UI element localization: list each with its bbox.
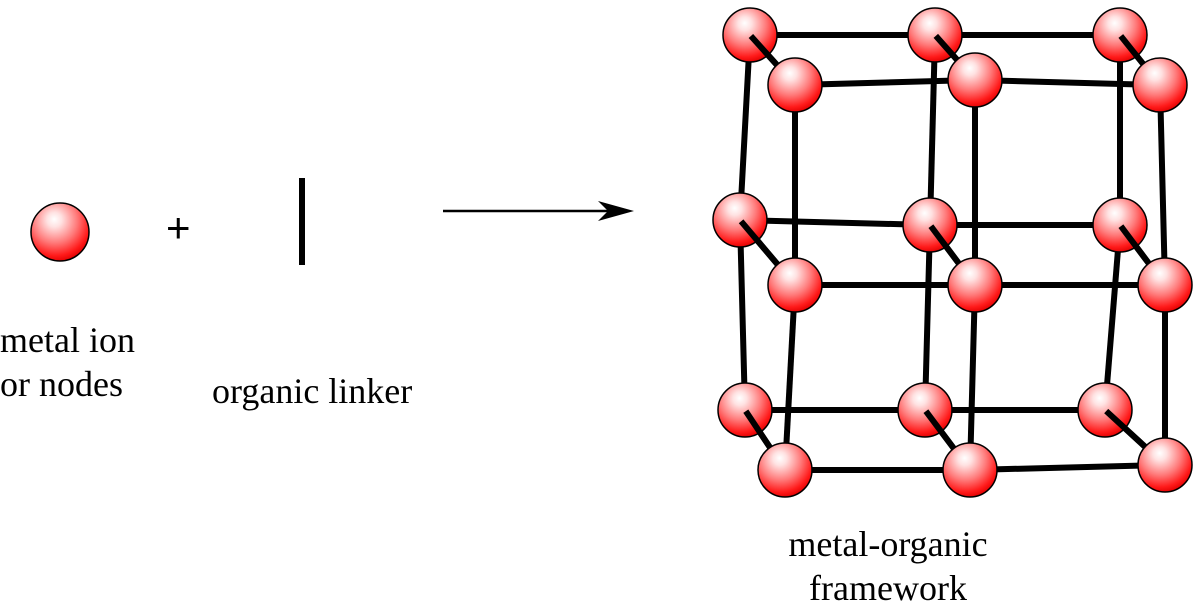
mof-label: metal-organic framework [762, 522, 1014, 610]
front-node-sphere [1137, 257, 1193, 313]
back-linker-v [921, 221, 934, 414]
back-node-sphere [1092, 197, 1148, 253]
front-linker-v [781, 281, 799, 474]
front-node-sphere [767, 57, 823, 113]
front-node-sphere [1132, 57, 1188, 113]
plus-sign: + [166, 204, 191, 251]
front-linker-h [971, 76, 1164, 89]
front-linker-v [966, 281, 979, 474]
mof-label-line2: framework [809, 568, 967, 608]
front-linker-h [966, 461, 1169, 474]
metal-ion-label: metal ion or nodes [0, 318, 135, 406]
front-linker-h [791, 76, 979, 89]
mof-label-line1: metal-organic [788, 524, 988, 564]
back-node-sphere [897, 382, 953, 438]
back-linker-v [736, 31, 754, 224]
metal-ion-label-line2: or nodes [0, 364, 123, 404]
front-node-sphere [947, 257, 1003, 313]
back-node-sphere [717, 382, 773, 438]
framework-nodes [712, 7, 1193, 498]
back-linker-v [926, 31, 939, 229]
metal-organic-framework [712, 7, 1193, 498]
metal-ion-sphere [30, 202, 90, 262]
back-linker-v [1101, 221, 1124, 414]
front-linker-v [1156, 81, 1169, 289]
organic-linker-label: organic linker [212, 371, 413, 411]
front-node-sphere [1137, 437, 1193, 493]
back-linker-h [736, 216, 934, 229]
front-node-sphere [767, 257, 823, 313]
framework-linkers [735, 30, 1170, 475]
reaction-arrow [443, 201, 634, 221]
back-linker-v [736, 216, 749, 414]
front-node-sphere [942, 442, 998, 498]
back-node-sphere [902, 197, 958, 253]
metal-ion-label-line1: metal ion [0, 320, 135, 360]
front-node-sphere [757, 442, 813, 498]
front-node-sphere [947, 52, 1003, 108]
